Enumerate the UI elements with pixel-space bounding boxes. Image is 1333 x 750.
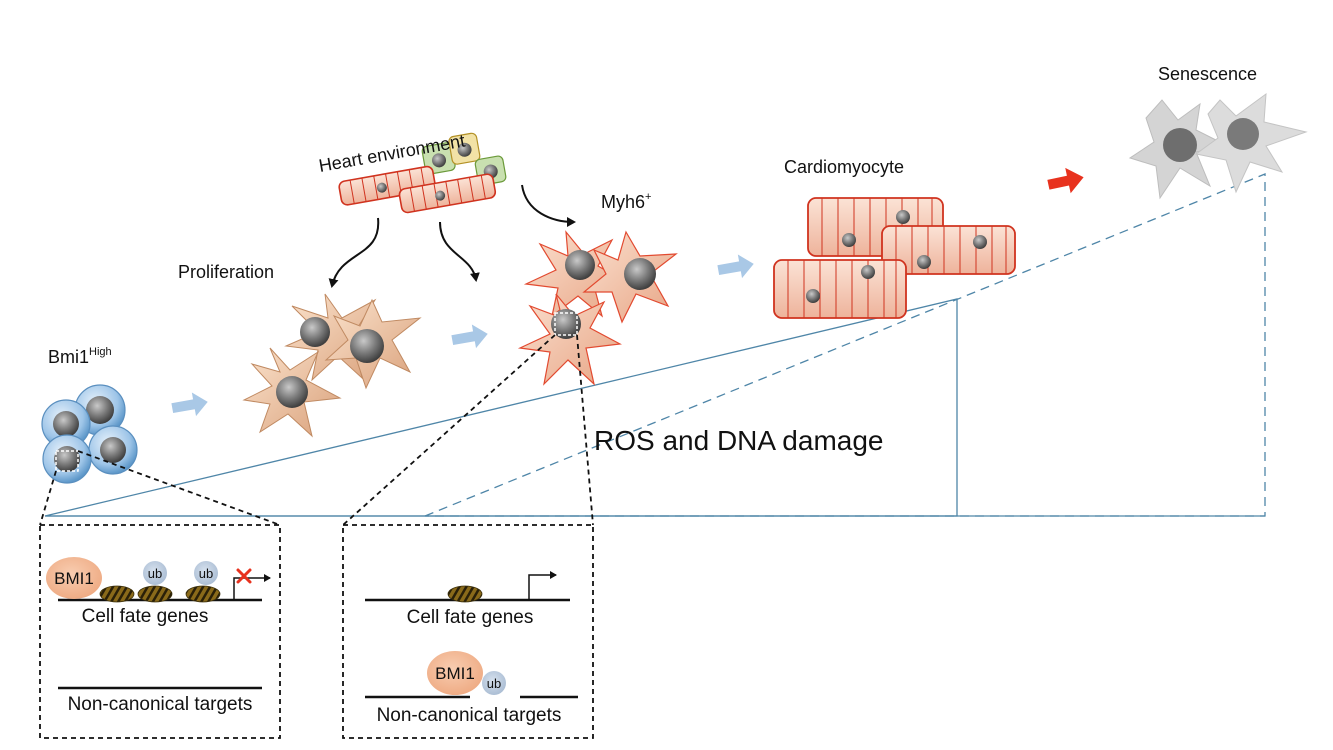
cardiomyocyte bbox=[881, 225, 1016, 275]
influence-arrow bbox=[439, 221, 480, 282]
ubiquitin bbox=[143, 561, 167, 585]
influence-arrow bbox=[328, 217, 380, 288]
nucleus bbox=[276, 376, 308, 408]
zoom-region-marker bbox=[554, 312, 578, 336]
stem-cell bbox=[88, 425, 138, 475]
heart-environment-cells bbox=[338, 132, 507, 214]
cardiomyocyte-cluster bbox=[773, 197, 1016, 319]
zoom-callout-line bbox=[342, 334, 556, 526]
stem-cell bbox=[42, 434, 92, 484]
transcription-start-arrow bbox=[233, 574, 271, 600]
nucleus bbox=[551, 309, 581, 339]
zoom-callout-line bbox=[39, 470, 57, 526]
cardiomyocyte-strip bbox=[398, 173, 497, 214]
bmi1-high-chromatin-detail: BMI1 ub ub Cell fate genes Non-canonical… bbox=[39, 524, 281, 739]
influence-arrow bbox=[521, 184, 576, 227]
senescence-arrow bbox=[1047, 167, 1084, 194]
cell-fate-genes-label: Cell fate genes bbox=[82, 606, 209, 627]
bmi1-high-cell-cluster bbox=[41, 384, 138, 484]
ros-triangles bbox=[44, 173, 1266, 517]
proliferation-label: Proliferation bbox=[178, 262, 274, 282]
nucleus bbox=[1227, 118, 1259, 150]
proliferating-cell-cluster bbox=[242, 293, 422, 438]
non-canonical-targets-label: Non-canonical targets bbox=[377, 705, 562, 726]
nucleus bbox=[624, 258, 656, 290]
cardiomyocyte-strip bbox=[338, 165, 436, 206]
cell-fate-genes-label: Cell fate genes bbox=[407, 607, 534, 628]
myh6-chromatin-detail: Cell fate genes BMI1 ub Non-canonical ta… bbox=[342, 524, 594, 739]
bmi1-protein bbox=[46, 557, 102, 599]
ubiquitin-label: ub bbox=[199, 566, 213, 581]
ubiquitin-label: ub bbox=[148, 566, 162, 581]
progression-arrow bbox=[171, 392, 208, 417]
nucleosome bbox=[137, 585, 173, 603]
progression-arrow bbox=[717, 254, 754, 279]
nucleus bbox=[1163, 128, 1197, 162]
repression-x-icon bbox=[236, 568, 252, 584]
bmi1-protein-label: BMI1 bbox=[435, 664, 475, 683]
cardiomyocyte-label: Cardiomyocyte bbox=[784, 157, 904, 177]
cardiomyocyte bbox=[773, 259, 907, 319]
nucleus bbox=[565, 250, 595, 280]
detail-box bbox=[342, 524, 594, 739]
nucleus bbox=[300, 317, 330, 347]
bmi1-protein bbox=[427, 651, 483, 695]
ros-dna-damage-label: ROS and DNA damage bbox=[594, 425, 884, 456]
nucleus bbox=[350, 329, 384, 363]
bmi1-high-label: Bmi1High bbox=[48, 346, 112, 367]
non-canonical-targets-label: Non-canonical targets bbox=[68, 694, 253, 715]
myh6-label: Myh6+ bbox=[601, 191, 651, 212]
nucleosome bbox=[447, 585, 483, 603]
zoom-callout-line bbox=[576, 334, 594, 526]
senescence-label: Senescence bbox=[1158, 64, 1257, 84]
bmi1-protein-label: BMI1 bbox=[54, 569, 94, 588]
myh6-positive-cell-cluster bbox=[517, 230, 678, 386]
ubiquitin bbox=[194, 561, 218, 585]
transcription-start-arrow bbox=[528, 571, 557, 600]
nucleosome bbox=[185, 585, 221, 603]
ubiquitin-label: ub bbox=[487, 676, 501, 691]
nucleosome bbox=[99, 585, 135, 603]
progression-arrow bbox=[451, 324, 488, 349]
ubiquitin bbox=[482, 671, 506, 695]
zoom-region-marker bbox=[55, 450, 79, 472]
senescent-cell-cluster bbox=[1128, 92, 1308, 200]
